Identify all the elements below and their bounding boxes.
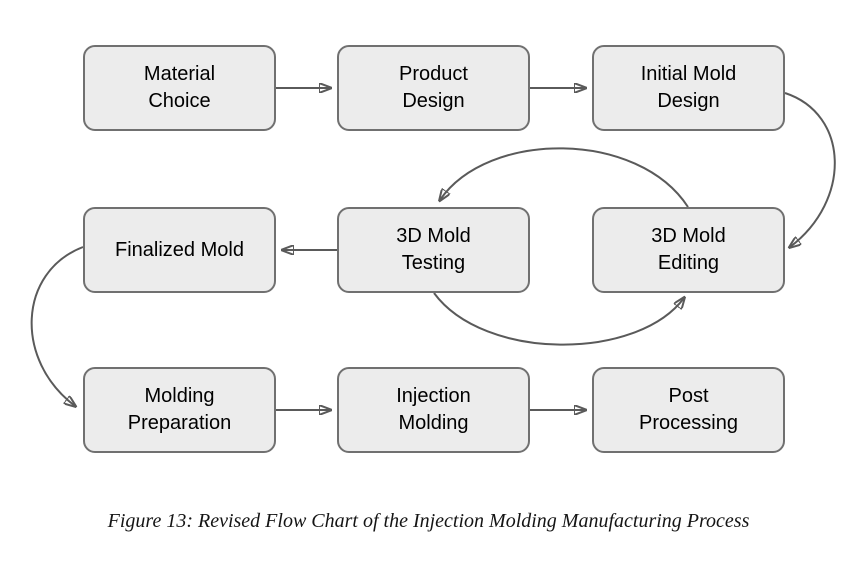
edge-3d-mold-editing-to-3d-mold-testing bbox=[440, 147, 689, 208]
node-initial-mold-design-label: Initial Mold Design bbox=[640, 63, 737, 112]
edge-initial-mold-design-to-3d-mold-editing bbox=[784, 92, 836, 247]
node-material-choice: Material Choice bbox=[83, 45, 276, 131]
node-3d-mold-editing-label: 3D Mold Editing bbox=[651, 225, 726, 274]
node-product-design-label: Product Design bbox=[399, 63, 468, 112]
node-3d-mold-testing: 3D Mold Testing bbox=[337, 207, 530, 293]
node-material-choice-label: Material Choice bbox=[143, 63, 216, 112]
node-post-processing: Post Processing bbox=[592, 367, 785, 453]
node-finalized-mold-label: Finalized Mold bbox=[115, 238, 244, 261]
edge-finalized-mold-to-molding-preparation bbox=[30, 246, 84, 406]
node-product-design: Product Design bbox=[337, 45, 530, 131]
figure-caption: Figure 13: Revised Flow Chart of the Inj… bbox=[107, 510, 750, 532]
node-3d-mold-editing: 3D Mold Editing bbox=[592, 207, 785, 293]
node-initial-mold-design: Initial Mold Design bbox=[592, 45, 785, 131]
node-post-processing-label: Post Processing bbox=[639, 385, 738, 434]
edge-3d-mold-testing-to-3d-mold-editing bbox=[433, 292, 684, 346]
node-finalized-mold: Finalized Mold bbox=[83, 207, 276, 293]
node-injection-molding: Injection Molding bbox=[337, 367, 530, 453]
node-3d-mold-testing-label: 3D Mold Testing bbox=[396, 225, 471, 274]
node-molding-preparation: Molding Preparation bbox=[83, 367, 276, 453]
node-molding-preparation-label: Molding Preparation bbox=[127, 385, 232, 434]
node-injection-molding-label: Injection Molding bbox=[396, 385, 471, 434]
